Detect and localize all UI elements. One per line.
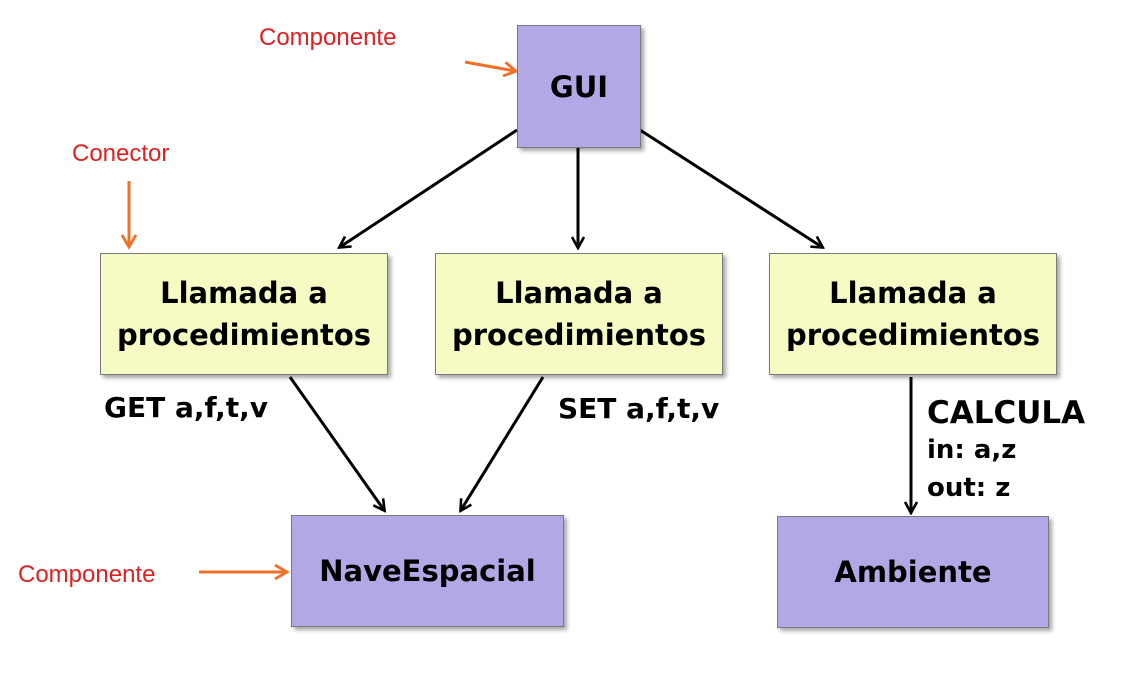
component-nave-label: NaveEspacial [319, 554, 536, 588]
connector-3-line-1: Llamada a [829, 276, 997, 310]
connector-3-line-2: procedimientos [785, 318, 1041, 352]
component-nave-espacial: NaveEspacial [291, 515, 564, 627]
label-get: GET a,f,t,v [104, 391, 269, 424]
connector-1-line-2: procedimientos [116, 318, 372, 352]
annotation-component-bottom: Componente [18, 561, 156, 588]
arrow-connector-2-to-nave [461, 376, 545, 510]
connector-2-line-2: procedimientos [451, 318, 707, 352]
annotation-connector: Conector [72, 140, 170, 167]
component-ambiente: Ambiente [777, 516, 1049, 628]
connector-procedure-call-3: Llamada a procedimientos [769, 253, 1057, 375]
annotation-arrow-component-top [464, 60, 515, 71]
annotation-component-top: Componente [259, 24, 397, 51]
connector-2-line-1: Llamada a [495, 276, 663, 310]
arrow-gui-to-connector-3 [639, 128, 822, 247]
arrow-connector-1-to-nave [288, 376, 384, 510]
connector-procedure-call-2: Llamada a procedimientos [435, 253, 723, 375]
label-calcula: CALCULA [927, 395, 1086, 431]
component-gui-label: GUI [549, 69, 609, 104]
connector-procedure-call-1: Llamada a procedimientos [100, 253, 388, 375]
component-ambiente-label: Ambiente [834, 555, 992, 589]
connector-1-line-1: Llamada a [160, 276, 328, 310]
label-set: SET a,f,t,v [558, 392, 720, 425]
arrow-gui-to-connector-1 [340, 128, 518, 247]
component-gui: GUI [517, 25, 641, 148]
label-calcula-out: out: z [927, 473, 1011, 503]
label-calcula-in: in: a,z [927, 435, 1017, 465]
